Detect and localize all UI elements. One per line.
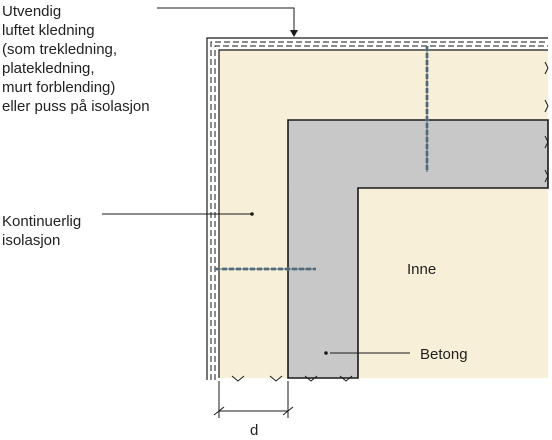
insulation-layer (219, 50, 548, 378)
concrete-leader-dot (324, 351, 328, 355)
break-marks (231, 61, 549, 382)
concrete-wall (287, 119, 549, 379)
label-continuous-insulation: Kontinuerlig isolasjon (2, 213, 82, 249)
label-concrete: Betong (420, 346, 468, 363)
dimension-d (213, 381, 294, 418)
exterior-leader-arrow (290, 30, 298, 37)
label-exterior-cladding: Utvendig luftet kledning (som treklednin… (2, 3, 150, 115)
insulation-leader-dot (250, 212, 254, 216)
leader-lines (102, 7, 410, 354)
label-inside: Inne (407, 261, 437, 278)
label-dimension-d: d (250, 422, 259, 439)
